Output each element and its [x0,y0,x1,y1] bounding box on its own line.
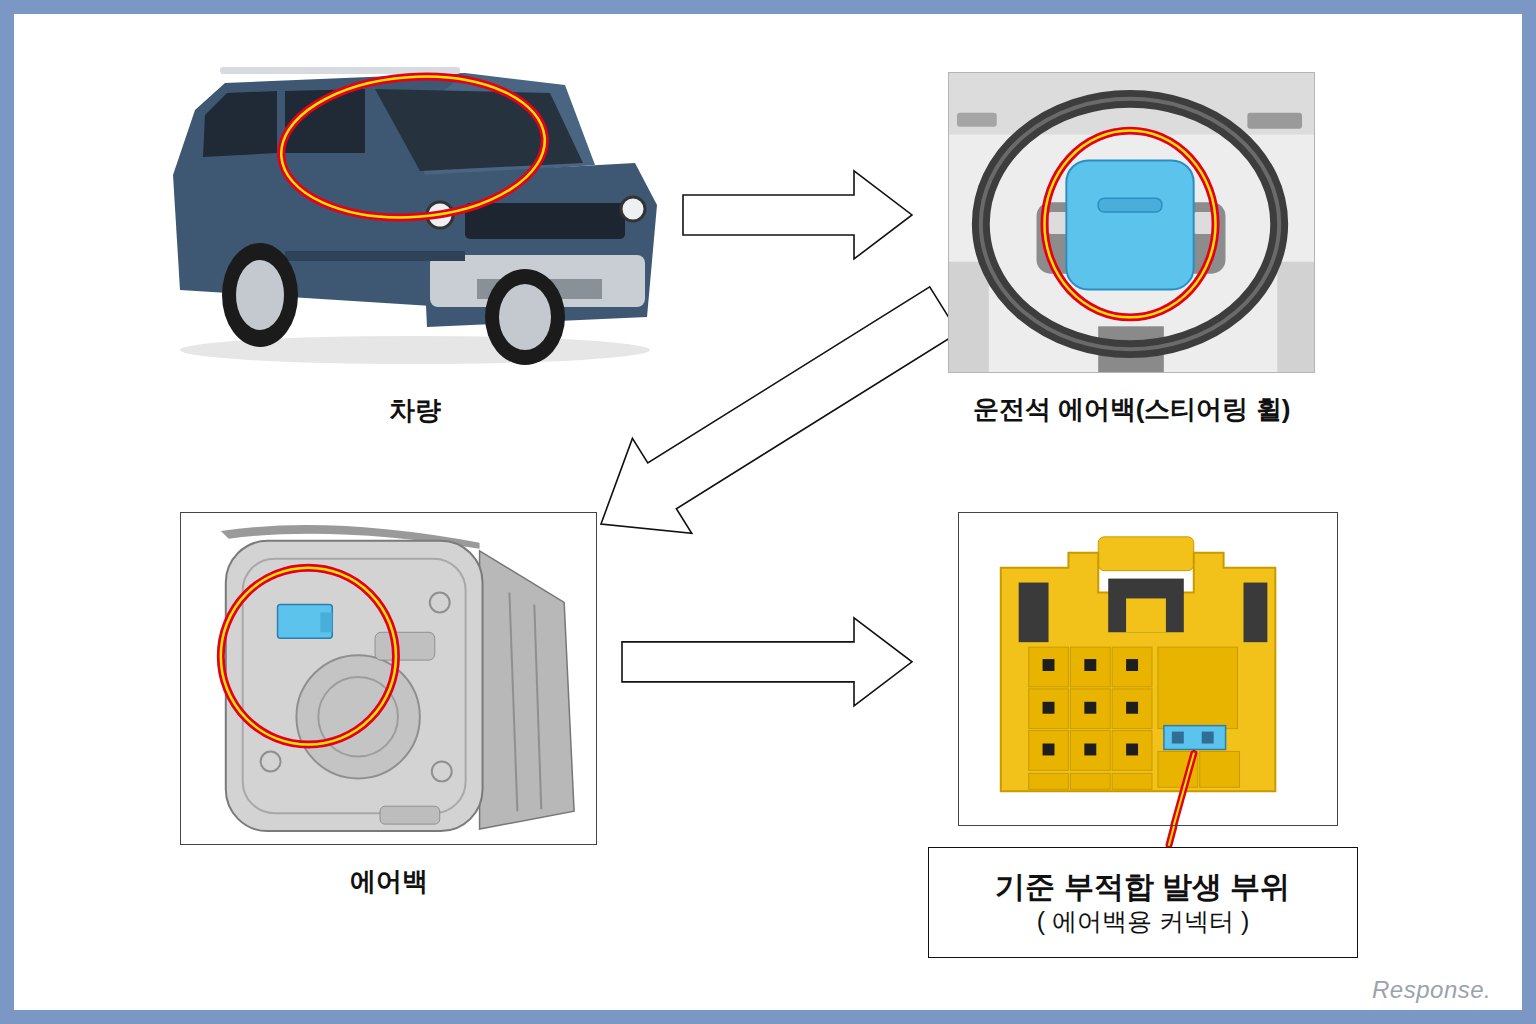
callout-subtitle: ( 에어백용 커넥터 ) [1037,906,1250,937]
callout-box: 기준 부적합 발생 부위( 에어백용 커넥터 ) [928,847,1358,958]
callout-content: 기준 부적합 발생 부위( 에어백용 커넥터 ) [929,848,1357,957]
connector-panel [958,512,1338,826]
steering-wheel-illustration [949,73,1314,372]
caption-holder: 운전석 에어백(스티어링 휠) [973,394,1291,425]
caption-holder: 차량 [389,395,441,426]
block-arrow [601,287,958,533]
callout-title: 기준 부적합 발생 부위 [995,868,1290,906]
airbag-panel: 에어백 [180,512,597,845]
label-holder: Response. [1372,976,1491,1004]
panel-caption: 에어백 [350,866,428,897]
steering-wheel-panel: 운전석 에어백(스티어링 휠) [948,72,1315,373]
block-arrow [622,618,912,706]
vehicle-illustration [165,55,665,365]
block-arrow [683,171,912,259]
panel-caption: 운전석 에어백(스티어링 휠) [973,394,1291,425]
leader-line [1169,826,1174,845]
leader-line-core [1169,826,1174,845]
airbag-module-illustration [181,513,596,844]
vehicle-panel: 차량 [165,55,665,365]
watermark: Response. [1372,976,1491,1004]
panel-caption: 차량 [389,395,441,426]
caption-holder: 에어백 [350,866,428,897]
connector-illustration [959,513,1337,825]
